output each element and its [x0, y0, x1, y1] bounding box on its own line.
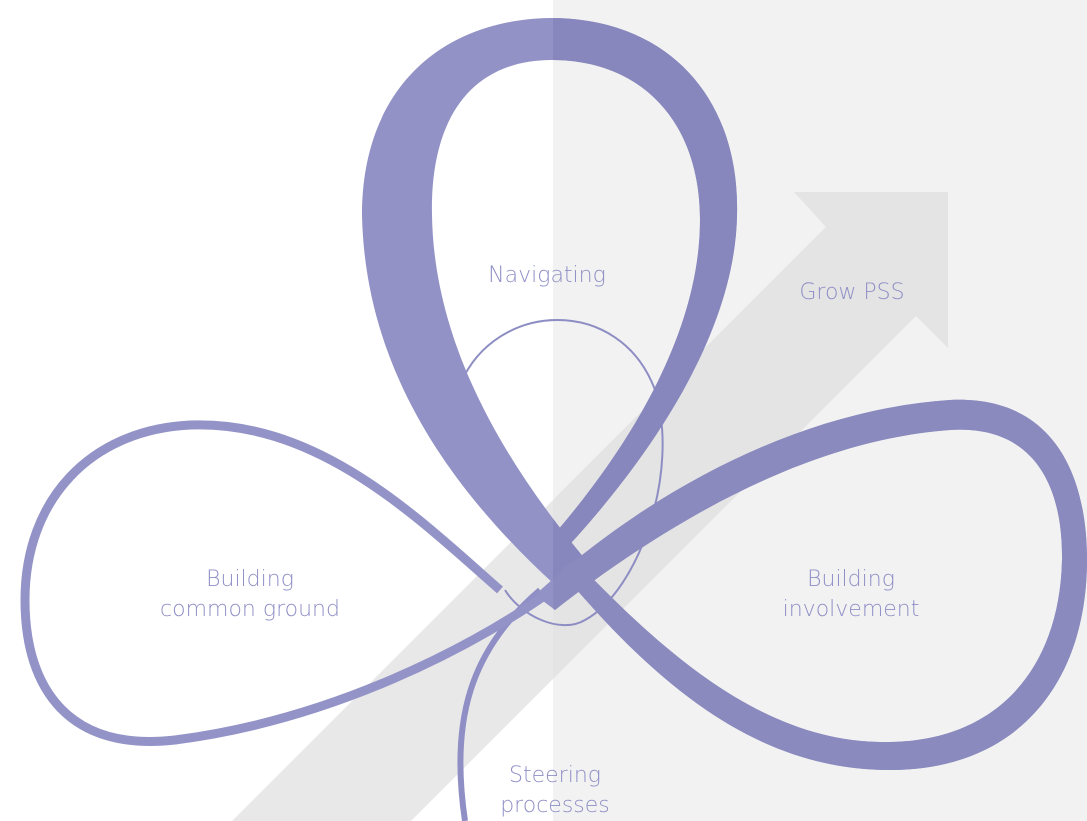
common-ground-loop	[20, 420, 563, 746]
label-steering-line1: Steering	[509, 763, 601, 788]
label-grow-pss: Grow PSS	[799, 280, 904, 305]
label-common-ground-line1: Building	[206, 567, 294, 592]
label-involvement-line1: Building	[807, 567, 895, 592]
navigating-loop-shade	[553, 18, 738, 585]
label-steering-line2: processes	[500, 793, 610, 818]
label-common-ground-line2: common ground	[160, 597, 340, 622]
involvement-loop-shade	[553, 399, 1087, 770]
label-involvement-line2: involvement	[783, 597, 920, 622]
grow-arrow-shade	[553, 192, 948, 679]
inner-thin-loop	[459, 319, 664, 627]
label-navigating: Navigating	[488, 263, 606, 288]
right-shade-group	[553, 18, 1087, 770]
